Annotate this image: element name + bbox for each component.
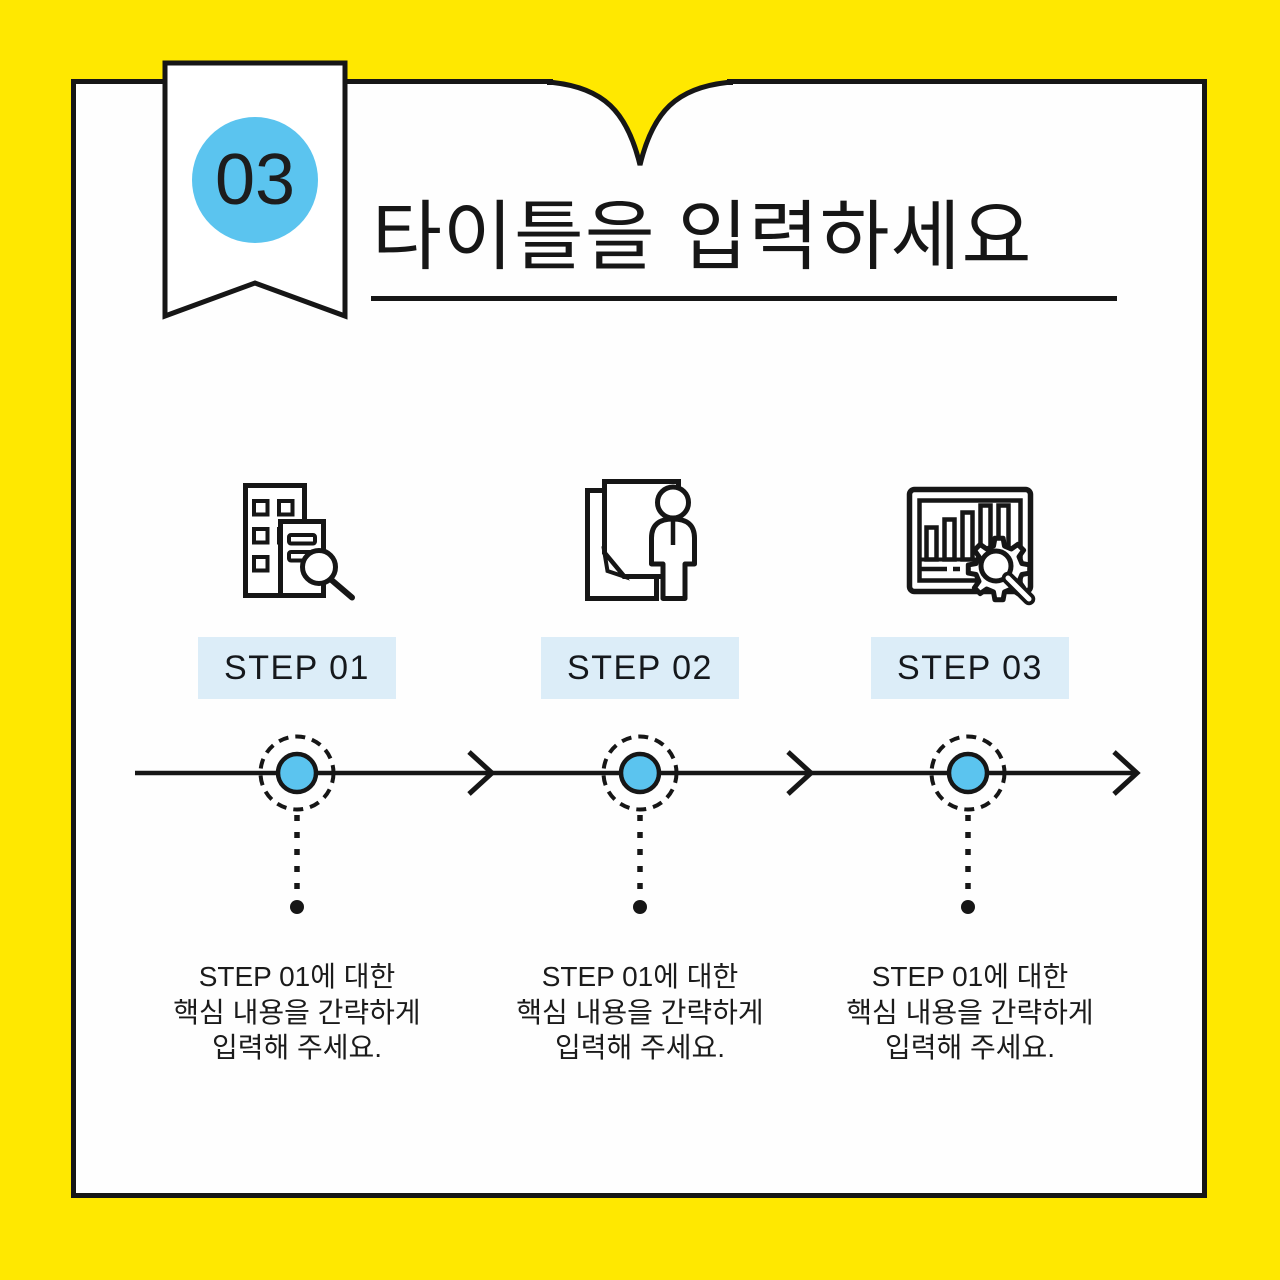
desc-line: 핵심 내용을 간략하게 bbox=[846, 996, 1094, 1028]
arrow-chevron-1 bbox=[467, 750, 496, 796]
step-description-3: STEP 01에 대한 핵심 내용을 간략하게 입력해 주세요. bbox=[805, 959, 1135, 1066]
page-title: 타이틀을 입력하세요 bbox=[372, 195, 1033, 280]
step-label-2: STEP 02 bbox=[541, 637, 739, 699]
desc-line: 핵심 내용을 간략하게 bbox=[173, 996, 421, 1028]
title-underline bbox=[371, 296, 1117, 301]
timeline-node-2 bbox=[601, 734, 679, 914]
document-person-icon bbox=[585, 479, 697, 601]
building-search-icon bbox=[243, 483, 355, 601]
book-notch bbox=[547, 75, 733, 166]
desc-line: 입력해 주세요. bbox=[884, 1032, 1056, 1063]
step-description-2: STEP 01에 대한 핵심 내용을 간략하게 입력해 주세요. bbox=[475, 959, 805, 1066]
step-description-1: STEP 01에 대한 핵심 내용을 간략하게 입력해 주세요. bbox=[132, 959, 462, 1066]
timeline bbox=[135, 734, 1141, 914]
desc-line: 핵심 내용을 간략하게 bbox=[516, 996, 764, 1028]
step-label-3: STEP 03 bbox=[871, 637, 1069, 699]
desc-line: 입력해 주세요. bbox=[211, 1032, 383, 1063]
bookmark-ribbon bbox=[162, 60, 348, 320]
timeline-node-3 bbox=[929, 734, 1007, 914]
desc-line: STEP 01에 대한 bbox=[871, 961, 1069, 992]
arrow-chevron-2 bbox=[786, 750, 815, 796]
badge-number: 03 bbox=[214, 140, 296, 220]
desc-line: STEP 01에 대한 bbox=[198, 961, 396, 992]
step-label-1: STEP 01 bbox=[198, 637, 396, 699]
chart-gear-search-icon bbox=[906, 486, 1036, 606]
timeline-node-1 bbox=[258, 734, 336, 914]
badge-circle bbox=[192, 117, 318, 243]
desc-line: 입력해 주세요. bbox=[554, 1032, 726, 1063]
desc-line: STEP 01에 대한 bbox=[541, 961, 739, 992]
arrow-head-icon bbox=[1112, 750, 1141, 796]
